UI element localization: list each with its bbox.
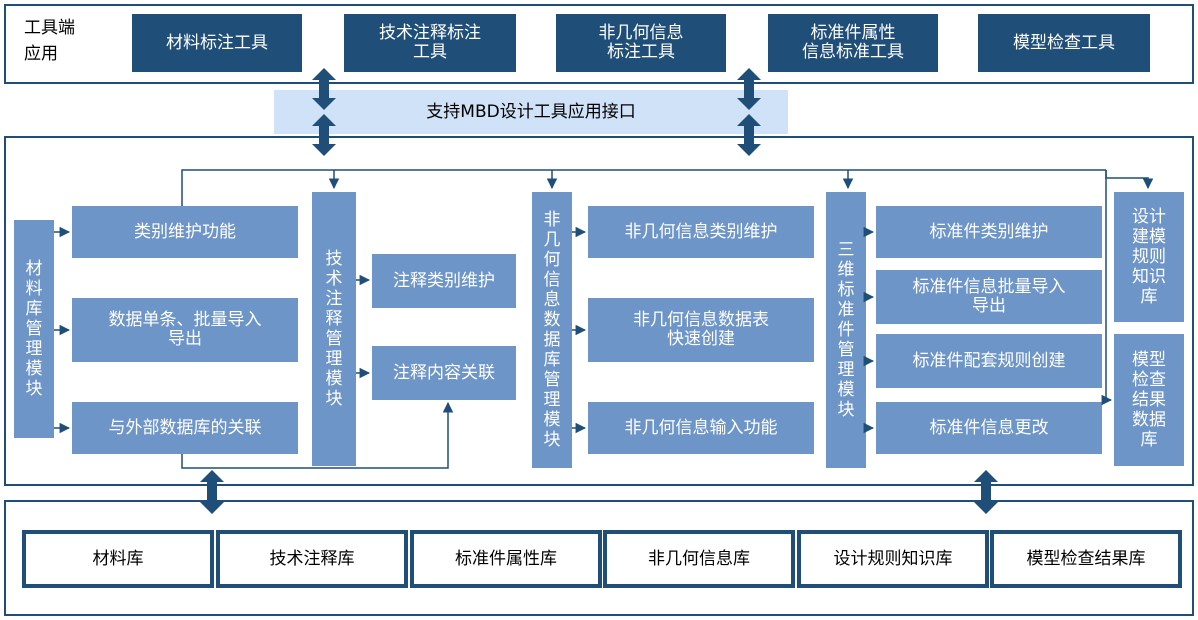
- tool-tech-annotation: 技术注释标注 工具: [344, 14, 516, 72]
- annotation-module: 技术注释管理模块: [312, 192, 356, 466]
- lib-nongeo: 非几何信息库: [603, 530, 795, 588]
- std-module: 三维标准件管理模块: [826, 192, 866, 468]
- lib-model-check-result: 模型检查结果库: [990, 530, 1182, 588]
- tool-material-annotation: 材料标注工具: [132, 14, 302, 72]
- std-item-modify: 标准件信息更改: [876, 402, 1102, 454]
- lib-design-rule-kb: 设计规则知识库: [797, 530, 989, 588]
- material-item-external-db: 与外部数据库的关联: [72, 402, 298, 454]
- nongeo-item-input: 非几何信息输入功能: [588, 402, 814, 454]
- design-rule-kb: 设计建模规则知识库: [1114, 192, 1184, 322]
- std-item-category: 标准件类别维护: [876, 206, 1102, 258]
- mbd-interface-bar: 支持MBD设计工具应用接口: [274, 90, 788, 134]
- tool-std-part-attr: 标准件属性 信息标准工具: [768, 14, 938, 72]
- std-item-rule-create: 标准件配套规则创建: [876, 334, 1102, 388]
- std-item-import-export: 标准件信息批量导入 导出: [876, 270, 1102, 324]
- lib-tech-annotation: 技术注释库: [216, 530, 408, 588]
- material-item-import-export: 数据单条、批量导入 导出: [72, 298, 298, 362]
- nongeo-item-table-create: 非几何信息数据表 快速创建: [588, 298, 814, 362]
- material-item-category: 类别维护功能: [72, 206, 298, 258]
- lib-std-part-attr: 标准件属性库: [410, 530, 602, 588]
- nongeo-item-category: 非几何信息类别维护: [588, 206, 814, 258]
- tool-side-label: 工具端 应用: [24, 18, 75, 64]
- nongeo-module: 非几何信息数据库管理模块: [532, 192, 572, 468]
- lib-material: 材料库: [22, 530, 214, 588]
- annotation-item-category: 注释类别维护: [372, 254, 516, 308]
- material-module: 材料库管理模块: [14, 220, 54, 438]
- annotation-item-content: 注释内容关联: [372, 346, 516, 400]
- tool-nongeo-annotation: 非几何信息 标注工具: [556, 14, 726, 72]
- tool-model-check: 模型检查工具: [978, 14, 1150, 72]
- model-check-db: 模型检查结果数据库: [1114, 334, 1184, 466]
